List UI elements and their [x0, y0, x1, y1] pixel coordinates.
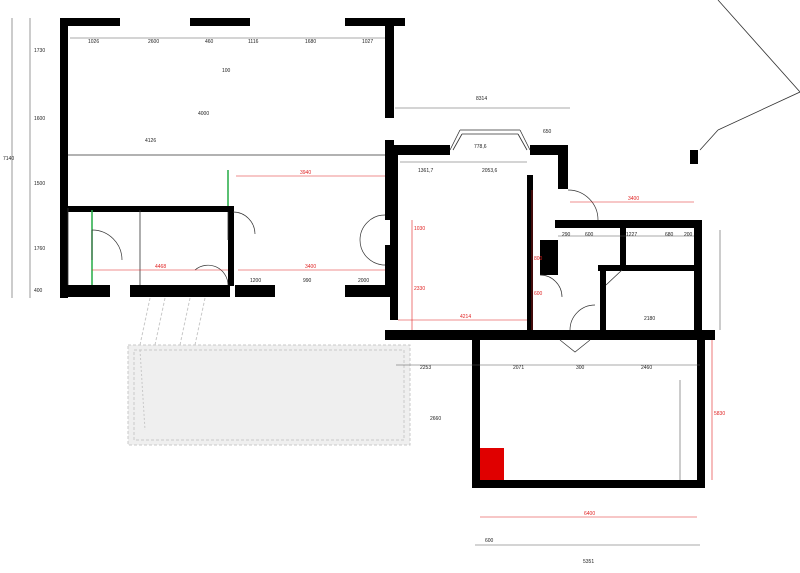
wall-top-left [60, 18, 68, 298]
door-swings [91, 189, 599, 353]
dim-label: 2000 [358, 278, 369, 284]
dim-label: 1116 [248, 39, 259, 45]
pool-inner [133, 349, 405, 441]
dim-label-red: 800 [534, 256, 543, 262]
dim-label-red: 2330 [414, 286, 425, 292]
dim-label-red: 5830 [714, 411, 725, 417]
dim-label: 1600 [34, 116, 45, 122]
dim-label: 290 [562, 232, 571, 238]
dim-label: 8314 [476, 96, 487, 102]
ghost-structure [127, 297, 411, 446]
dim-label: 1361,7 [418, 168, 434, 174]
dimension-labels-red: 3940 4468 3400 4214 3400 6400 5830 2330 … [155, 170, 725, 517]
dim-label: 1730 [34, 48, 45, 54]
dim-label-red: 3940 [300, 170, 311, 176]
dim-label: 1500 [34, 181, 45, 187]
dim-label: 2053,6 [482, 168, 498, 174]
dimension-labels: 1026 2600 460 1116 1680 1027 1730 1600 1… [3, 39, 693, 565]
dim-label: 460 [205, 39, 214, 45]
dim-label: 1027 [362, 39, 373, 45]
walls [60, 18, 715, 488]
dim-label-red: 600 [534, 291, 543, 297]
dimension-lines [11, 18, 721, 546]
dim-label: 4000 [198, 111, 209, 117]
dim-label: 778,6 [474, 144, 487, 150]
dim-label: 1026 [88, 39, 99, 45]
dim-label: 4126 [145, 138, 156, 144]
dim-label: 5351 [583, 559, 594, 565]
dim-label: 1227 [626, 232, 637, 238]
dim-label: 990 [303, 278, 312, 284]
dim-label: 2660 [430, 416, 441, 422]
dim-label-red: 1030 [414, 226, 425, 232]
dim-label: 600 [585, 232, 594, 238]
dim-label-red: 3400 [305, 264, 316, 270]
dim-label-red: 4468 [155, 264, 166, 270]
dim-label-red: 3400 [628, 196, 639, 202]
dim-label: 7140 [3, 156, 14, 162]
pool-outline [127, 344, 411, 446]
dim-label: 680 [665, 232, 674, 238]
dim-label: 2600 [148, 39, 159, 45]
dim-label: 2460 [641, 365, 652, 371]
dim-label: 1200 [250, 278, 261, 284]
dim-label: 650 [543, 129, 552, 135]
site-boundary-lines [699, 0, 800, 151]
red-block [480, 448, 504, 480]
dim-label: 2071 [513, 365, 524, 371]
dim-label: 2253 [420, 365, 431, 371]
dim-label: 200 [684, 232, 693, 238]
dim-label-red: 4214 [460, 314, 471, 320]
dim-label: 400 [34, 288, 43, 294]
dim-label: 600 [485, 538, 494, 544]
dim-label: 1680 [305, 39, 316, 45]
dim-label-red: 6400 [584, 511, 595, 517]
dim-label: 1760 [34, 246, 45, 252]
dim-label: 100 [222, 68, 231, 74]
dim-label: 300 [576, 365, 585, 371]
dim-label: 2180 [644, 316, 655, 322]
